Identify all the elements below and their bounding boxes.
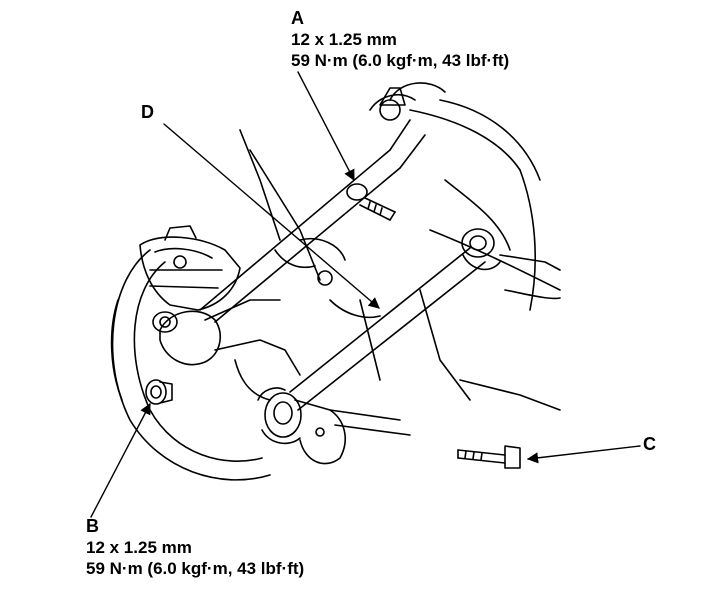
upper-arm <box>199 119 426 323</box>
callout-b: B 12 x 1.25 mm 59 N·m (6.0 kgf·m, 43 lbf… <box>86 516 304 579</box>
callout-a: A 12 x 1.25 mm 59 N·m (6.0 kgf·m, 43 lbf… <box>291 8 509 71</box>
callout-a-letter: A <box>291 8 304 28</box>
callout-b-letter: B <box>86 516 99 536</box>
nut-b <box>145 379 173 405</box>
callout-a-size: 12 x 1.25 mm <box>291 30 397 49</box>
callout-c-letter: C <box>643 434 656 454</box>
control-arm <box>289 228 501 411</box>
knuckle <box>152 299 301 401</box>
brake-caliper <box>139 225 241 311</box>
lower-bushing <box>257 387 411 465</box>
leader-lines <box>90 71 641 518</box>
body-structure <box>239 82 561 411</box>
callout-a-torque: 59 N·m (6.0 kgf·m, 43 lbf·ft) <box>291 51 510 70</box>
callout-b-size: 12 x 1.25 mm <box>86 538 192 557</box>
callout-b-torque: 59 N·m (6.0 kgf·m, 43 lbf·ft) <box>86 559 305 578</box>
callout-d-letter: D <box>141 102 154 122</box>
bolt-c <box>457 445 521 469</box>
bolt-a <box>346 183 396 221</box>
